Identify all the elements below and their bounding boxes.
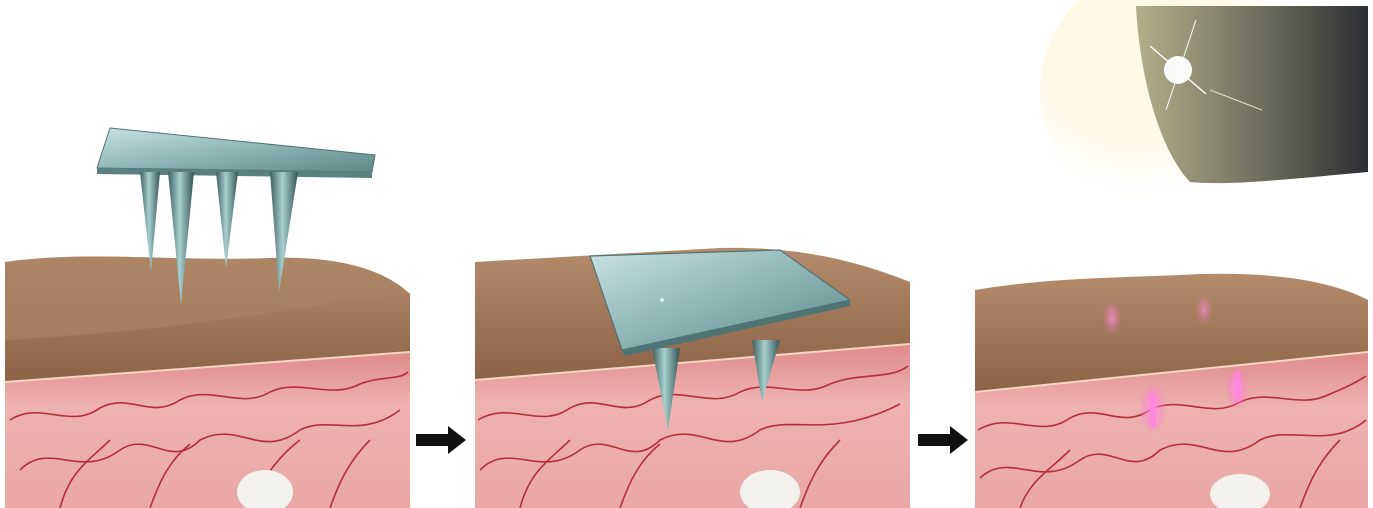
microneedle (216, 172, 238, 268)
arrow-2-icon (918, 426, 968, 454)
microneedle (140, 172, 160, 272)
panel-3-light-activation (975, 0, 1368, 508)
panel-2-needles-inserted (475, 248, 910, 508)
panel-1-patch-above-skin (5, 128, 410, 508)
microneedle-patch (97, 128, 375, 172)
arrow-1-icon (416, 426, 466, 454)
